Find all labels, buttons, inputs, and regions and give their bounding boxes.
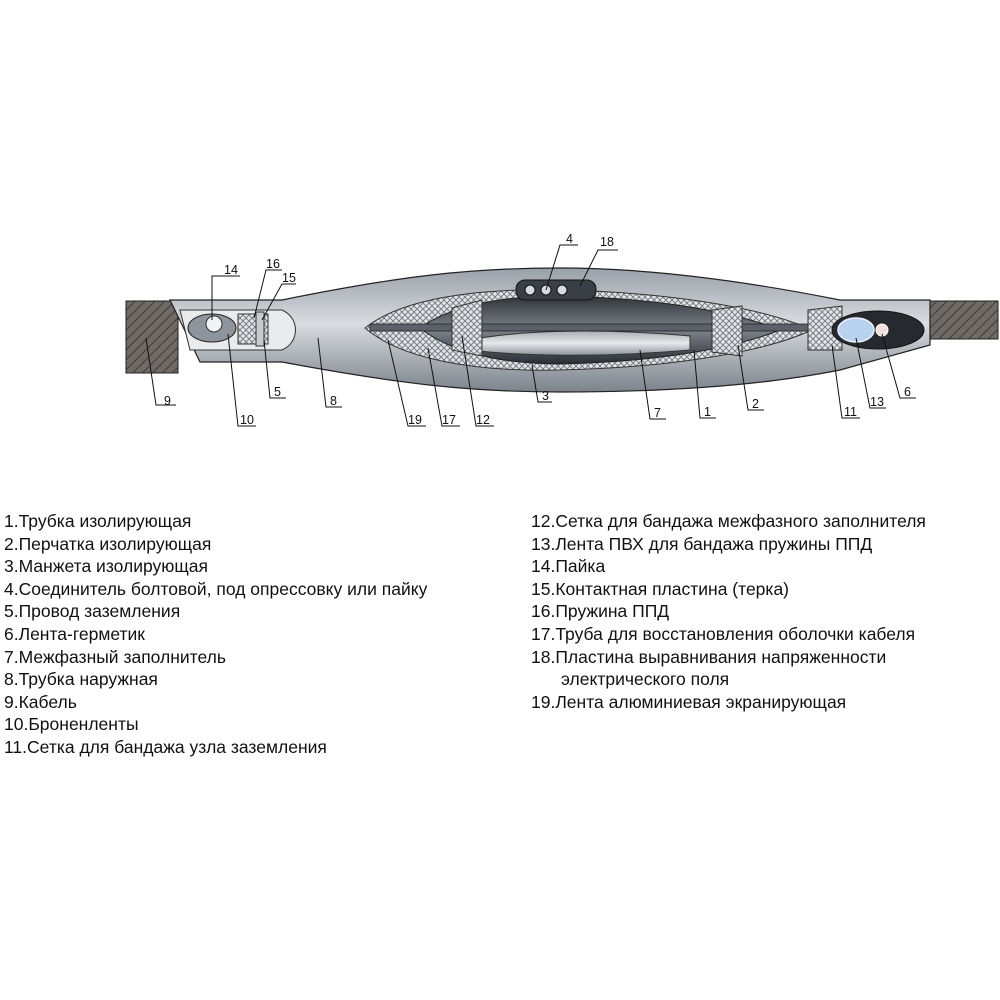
leader-8 <box>317 337 342 408</box>
legend-item-17: 17.Труба для восстановления оболочки каб… <box>531 623 916 644</box>
callout-18: 18 <box>600 235 614 249</box>
callout-5: 5 <box>274 385 281 399</box>
cable-left <box>125 300 179 374</box>
callout-3: 3 <box>542 389 549 403</box>
sealant-tape-shape <box>875 323 889 337</box>
cable-right <box>927 300 999 340</box>
legend-left: 1.Трубка изолирующая 2.Перчатка изолирую… <box>4 510 427 759</box>
core-conductor <box>469 330 691 356</box>
callout-15: 15 <box>282 271 296 285</box>
callout-19: 19 <box>408 413 422 427</box>
connector-bolt-3 <box>556 284 568 296</box>
callout-6: 6 <box>904 385 911 399</box>
callout-9: 9 <box>164 394 171 408</box>
leader-7 <box>639 349 666 420</box>
leader-11 <box>831 344 860 419</box>
legend-item-14: 14.Пайка <box>531 556 606 577</box>
callout-13: 13 <box>870 395 884 409</box>
legend-item-8: 8.Трубка наружная <box>4 669 158 690</box>
legend-item-15: 15.Контактная пластина (терка) <box>531 578 790 599</box>
leader-18 <box>579 249 618 287</box>
legend-item-19: 19.Лента алюминиевая экранирующая <box>531 691 847 712</box>
legend-item-6: 6.Лента-герметик <box>4 623 145 644</box>
callout-4: 4 <box>566 232 573 246</box>
cable-joint-diagram: 14 16 15 4 18 9 10 5 8 19 17 12 3 7 1 2 … <box>125 232 999 427</box>
right-mesh-band <box>807 305 843 351</box>
screen-tape-bar <box>369 323 811 332</box>
legend-right: 12.Сетка для бандажа межфазного заполнит… <box>531 510 926 713</box>
leader-2 <box>737 344 764 411</box>
legend-item-12: 12.Сетка для бандажа межфазного заполнит… <box>531 511 926 531</box>
leader-14 <box>211 275 240 320</box>
leader-3 <box>531 364 552 403</box>
legend-item-9: 9.Кабель <box>4 691 77 712</box>
callout-1: 1 <box>704 405 711 419</box>
mesh-bandage-right <box>711 305 743 357</box>
mesh-bandage-left <box>451 299 483 357</box>
callout-7: 7 <box>654 406 661 420</box>
pvc-tape-shape <box>837 317 875 343</box>
callout-2: 2 <box>752 397 759 411</box>
legend-item-11: 11.Сетка для бандажа узла заземления <box>4 736 327 757</box>
callout-14: 14 <box>224 263 238 277</box>
callout-layer <box>145 244 916 427</box>
legend-item-18: 18.Пластина выравнивания напряженности <box>531 646 887 667</box>
legend-item-5: 5.Провод заземления <box>4 601 181 622</box>
leader-17 <box>427 347 460 427</box>
leader-10 <box>227 333 256 427</box>
legend-item-3: 3.Манжета изолирующая <box>4 556 208 577</box>
legend-item-18-continued: электрического поля <box>561 669 730 690</box>
contact-plate-shape <box>255 311 265 347</box>
legend-item-2: 2.Перчатка изолирующая <box>4 533 212 554</box>
callout-16: 16 <box>266 257 280 271</box>
leader-16 <box>253 269 282 319</box>
leader-6 <box>881 333 916 399</box>
callout-17: 17 <box>442 413 456 427</box>
leader-12 <box>461 335 494 427</box>
leader-4 <box>545 244 578 291</box>
callout-12: 12 <box>476 413 490 427</box>
solder-shape <box>205 315 223 333</box>
legend-item-10: 10.Броненленты <box>4 714 139 735</box>
bolted-connector <box>515 279 597 301</box>
connector-bolt-1 <box>524 284 536 296</box>
callout-11: 11 <box>844 405 857 419</box>
legend-item-13: 13.Лента ПВХ для бандажа пружины ППД <box>531 533 873 554</box>
legend-item-16: 16.Пружина ППД <box>531 601 670 622</box>
leader-9 <box>145 337 176 406</box>
callout-10: 10 <box>240 413 254 427</box>
leader-13 <box>855 337 886 409</box>
callout-8: 8 <box>330 394 337 408</box>
legend-item-1: 1.Трубка изолирующая <box>4 511 192 531</box>
leader-1 <box>693 349 716 419</box>
leader-5 <box>263 339 286 399</box>
leader-15 <box>261 283 296 321</box>
leader-19 <box>387 339 426 427</box>
legend-item-7: 7.Межфазный заполнитель <box>4 646 226 667</box>
legend-item-4: 4.Соединитель болтовой, под опрессовку и… <box>4 578 428 599</box>
